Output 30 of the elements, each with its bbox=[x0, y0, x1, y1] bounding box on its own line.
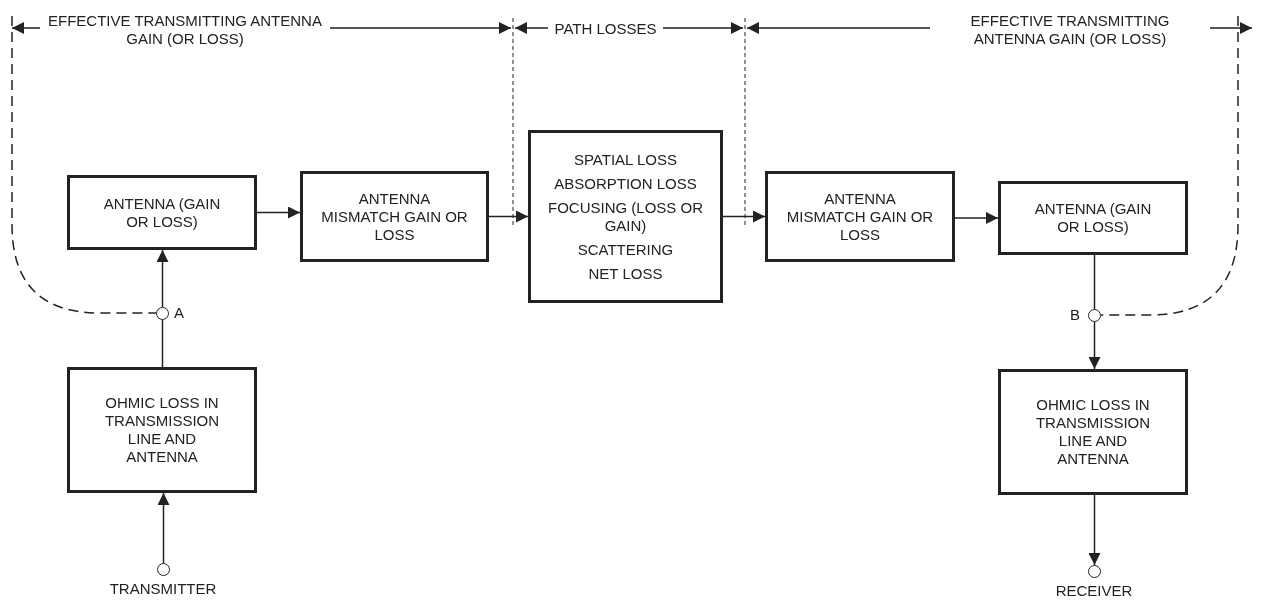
process-box bbox=[300, 171, 489, 262]
box-text: ANTENNA MISMATCH GAIN OR LOSS bbox=[320, 189, 469, 244]
terminal-label: RECEIVER bbox=[1054, 582, 1134, 600]
box-text: SCATTERING bbox=[577, 240, 674, 259]
process-box bbox=[998, 181, 1188, 255]
box-text: ABSORPTION LOSS bbox=[554, 174, 697, 193]
terminal-label: B bbox=[1069, 306, 1080, 324]
process-box bbox=[67, 367, 257, 493]
arrow bbox=[1088, 494, 1101, 566]
process-box bbox=[528, 130, 723, 303]
arrow bbox=[256, 206, 301, 219]
box-text: ANTENNA (GAIN OR LOSS) bbox=[102, 194, 222, 231]
terminal-label: TRANSMITTER bbox=[108, 580, 218, 598]
arrow bbox=[488, 210, 529, 223]
box-text: ANTENNA MISMATCH GAIN OR LOSS bbox=[785, 189, 935, 244]
process-box bbox=[765, 171, 955, 262]
arrow bbox=[156, 249, 169, 308]
process-box bbox=[998, 369, 1188, 495]
box-text: OHMIC LOSS IN TRANSMISSION LINE AND ANTENNA bbox=[1034, 396, 1152, 468]
box-text: FOCUSING (LOSS OR GAIN) bbox=[547, 198, 704, 235]
process-box bbox=[67, 175, 257, 250]
arrow bbox=[1088, 321, 1101, 370]
box-text: NET LOSS bbox=[588, 264, 663, 283]
terminal-label: A bbox=[174, 304, 185, 322]
arrow bbox=[722, 210, 766, 223]
arrow bbox=[157, 492, 170, 564]
box-text: SPATIAL LOSS bbox=[573, 150, 678, 169]
arrow bbox=[954, 212, 999, 224]
box-text: OHMIC LOSS IN TRANSMISSION LINE AND ANTENNA bbox=[103, 394, 221, 466]
box-text: ANTENNA (GAIN OR LOSS) bbox=[1033, 200, 1153, 236]
